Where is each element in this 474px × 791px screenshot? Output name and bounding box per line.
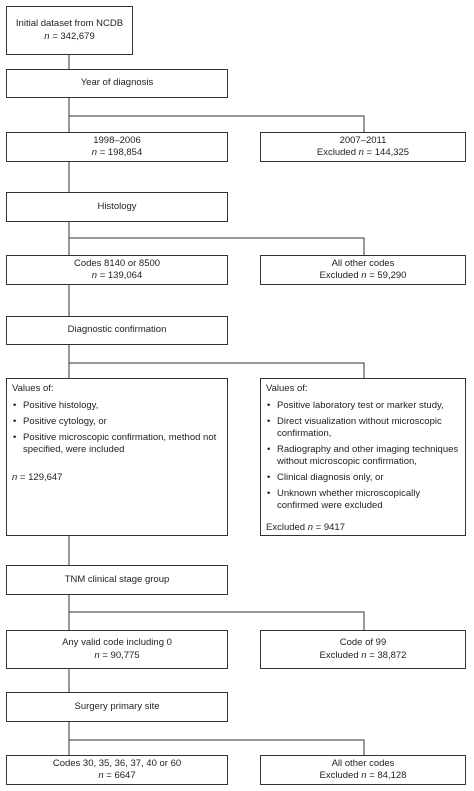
surgery-excluded-box: All other codes Excluded n = 84,128: [260, 755, 466, 785]
surgery-included-label: Codes 30, 35, 36, 37, 40 or 60: [52, 757, 182, 769]
tnm-stage-box: TNM clinical stage group: [6, 565, 228, 595]
diagnostic-included-box: Values of: Positive histology, Positive …: [6, 378, 228, 536]
year-included-count: n = 198,854: [91, 147, 143, 158]
list-item: Positive laboratory test or marker study…: [266, 400, 460, 412]
histology-box: Histology: [6, 192, 228, 222]
diagnostic-excluded-box: Values of: Positive laboratory test or m…: [260, 378, 466, 536]
histology-included-count: n = 139,064: [91, 270, 143, 281]
list-item: Clinical diagnosis only, or: [266, 472, 460, 484]
surgery-included-box: Codes 30, 35, 36, 37, 40 or 60 n = 6647: [6, 755, 228, 785]
year-excluded-box: 2007–2011 Excluded n = 144,325: [260, 132, 466, 162]
histology-excluded-label: All other codes: [331, 257, 395, 269]
tnm-included-label: Any valid code including 0: [62, 637, 172, 648]
list-item: Positive histology,: [12, 400, 222, 412]
year-included-box: 1998–2006 n = 198,854: [6, 132, 228, 162]
tnm-excluded-count: Excluded n = 38,872: [319, 649, 407, 661]
diagnostic-excluded-list: Positive laboratory test or marker study…: [266, 400, 460, 512]
tnm-excluded-box: Code of 99 Excluded n = 38,872: [260, 630, 466, 669]
diagnostic-confirmation-box: Diagnostic confirmation: [6, 316, 228, 345]
diagnostic-included-count: n = 129,647: [12, 471, 63, 483]
list-item: Radiography and other imaging techniques…: [266, 444, 460, 468]
initial-dataset-box: Initial dataset from NCDB n = 342,679: [6, 6, 133, 55]
histology-title: Histology: [97, 200, 137, 212]
list-item: Unknown whether microscopically confirme…: [266, 488, 460, 512]
diagnostic-excluded-count: Excluded n = 9417: [266, 521, 345, 533]
list-item: Positive microscopic confirmation, metho…: [12, 432, 222, 456]
year-excluded-label: 2007–2011: [339, 134, 387, 146]
list-item: Positive cytology, or: [12, 416, 222, 428]
histology-excluded-count: Excluded n = 59,290: [319, 270, 407, 281]
initial-dataset-title: Initial dataset from NCDB: [15, 18, 124, 29]
histology-included-label: Codes 8140 or 8500: [73, 257, 161, 269]
surgery-excluded-count: Excluded n = 84,128: [319, 770, 407, 781]
list-item: Direct visualization without microscopic…: [266, 416, 460, 440]
initial-dataset-count: n = 342,679: [44, 30, 95, 42]
tnm-excluded-label: Code of 99: [339, 637, 387, 648]
diagnostic-included-heading: Values of:: [12, 383, 54, 394]
year-of-diagnosis-box: Year of diagnosis: [6, 69, 228, 98]
tnm-included-count: n = 90,775: [94, 649, 140, 661]
year-of-diagnosis-title: Year of diagnosis: [80, 77, 154, 89]
diagnostic-included-list: Positive histology, Positive cytology, o…: [12, 400, 222, 456]
surgery-excluded-label: All other codes: [331, 757, 395, 769]
histology-excluded-box: All other codes Excluded n = 59,290: [260, 255, 466, 285]
year-included-label: 1998–2006: [93, 134, 141, 146]
histology-included-box: Codes 8140 or 8500 n = 139,064: [6, 255, 228, 285]
diagnostic-excluded-heading: Values of:: [266, 383, 308, 394]
diagnostic-confirmation-title: Diagnostic confirmation: [67, 324, 167, 336]
tnm-stage-title: TNM clinical stage group: [64, 573, 170, 585]
surgery-site-title: Surgery primary site: [74, 700, 160, 712]
surgery-site-box: Surgery primary site: [6, 692, 228, 722]
year-excluded-count: Excluded n = 144,325: [316, 147, 410, 158]
tnm-included-box: Any valid code including 0 n = 90,775: [6, 630, 228, 669]
surgery-included-count: n = 6647: [98, 770, 136, 781]
